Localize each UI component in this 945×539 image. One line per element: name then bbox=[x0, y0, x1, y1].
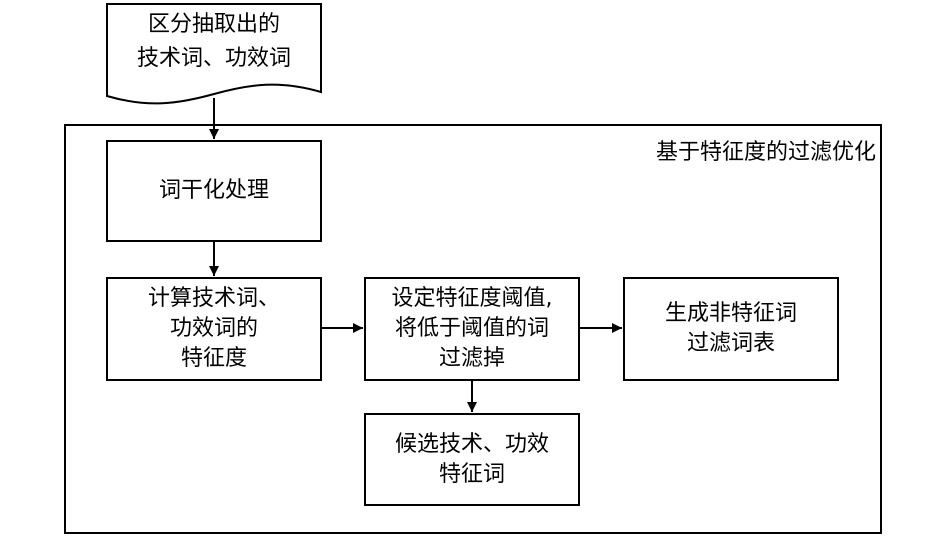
frame-title: 基于特征度的过滤优化 bbox=[655, 140, 876, 165]
step-compute-label: 计算技术词、 功效词的 特征度 bbox=[147, 286, 280, 371]
document-shape bbox=[106, 3, 322, 105]
step-generate: 生成非特征词 过滤词表 bbox=[623, 277, 839, 381]
filter-optimization-frame: 基于特征度的过滤优化 bbox=[64, 124, 882, 534]
step-compute: 计算技术词、 功效词的 特征度 bbox=[106, 277, 322, 381]
step-candidates: 候选技术、功效 特征词 bbox=[364, 413, 580, 506]
step-generate-label: 生成非特征词 过滤词表 bbox=[664, 301, 797, 356]
step-threshold: 设定特征度阈值, 将低于阈值的词 过滤掉 bbox=[364, 277, 580, 381]
step-preprocess-label: 词干化处理 bbox=[158, 178, 269, 203]
step-candidates-label: 候选技术、功效 特征词 bbox=[394, 431, 549, 487]
document-label: 区分抽取出的 技术词、功效词 bbox=[136, 12, 291, 71]
step-preprocess: 词干化处理 bbox=[106, 140, 322, 242]
step-threshold-label: 设定特征度阈值, 将低于阈值的词 过滤掉 bbox=[391, 286, 553, 371]
